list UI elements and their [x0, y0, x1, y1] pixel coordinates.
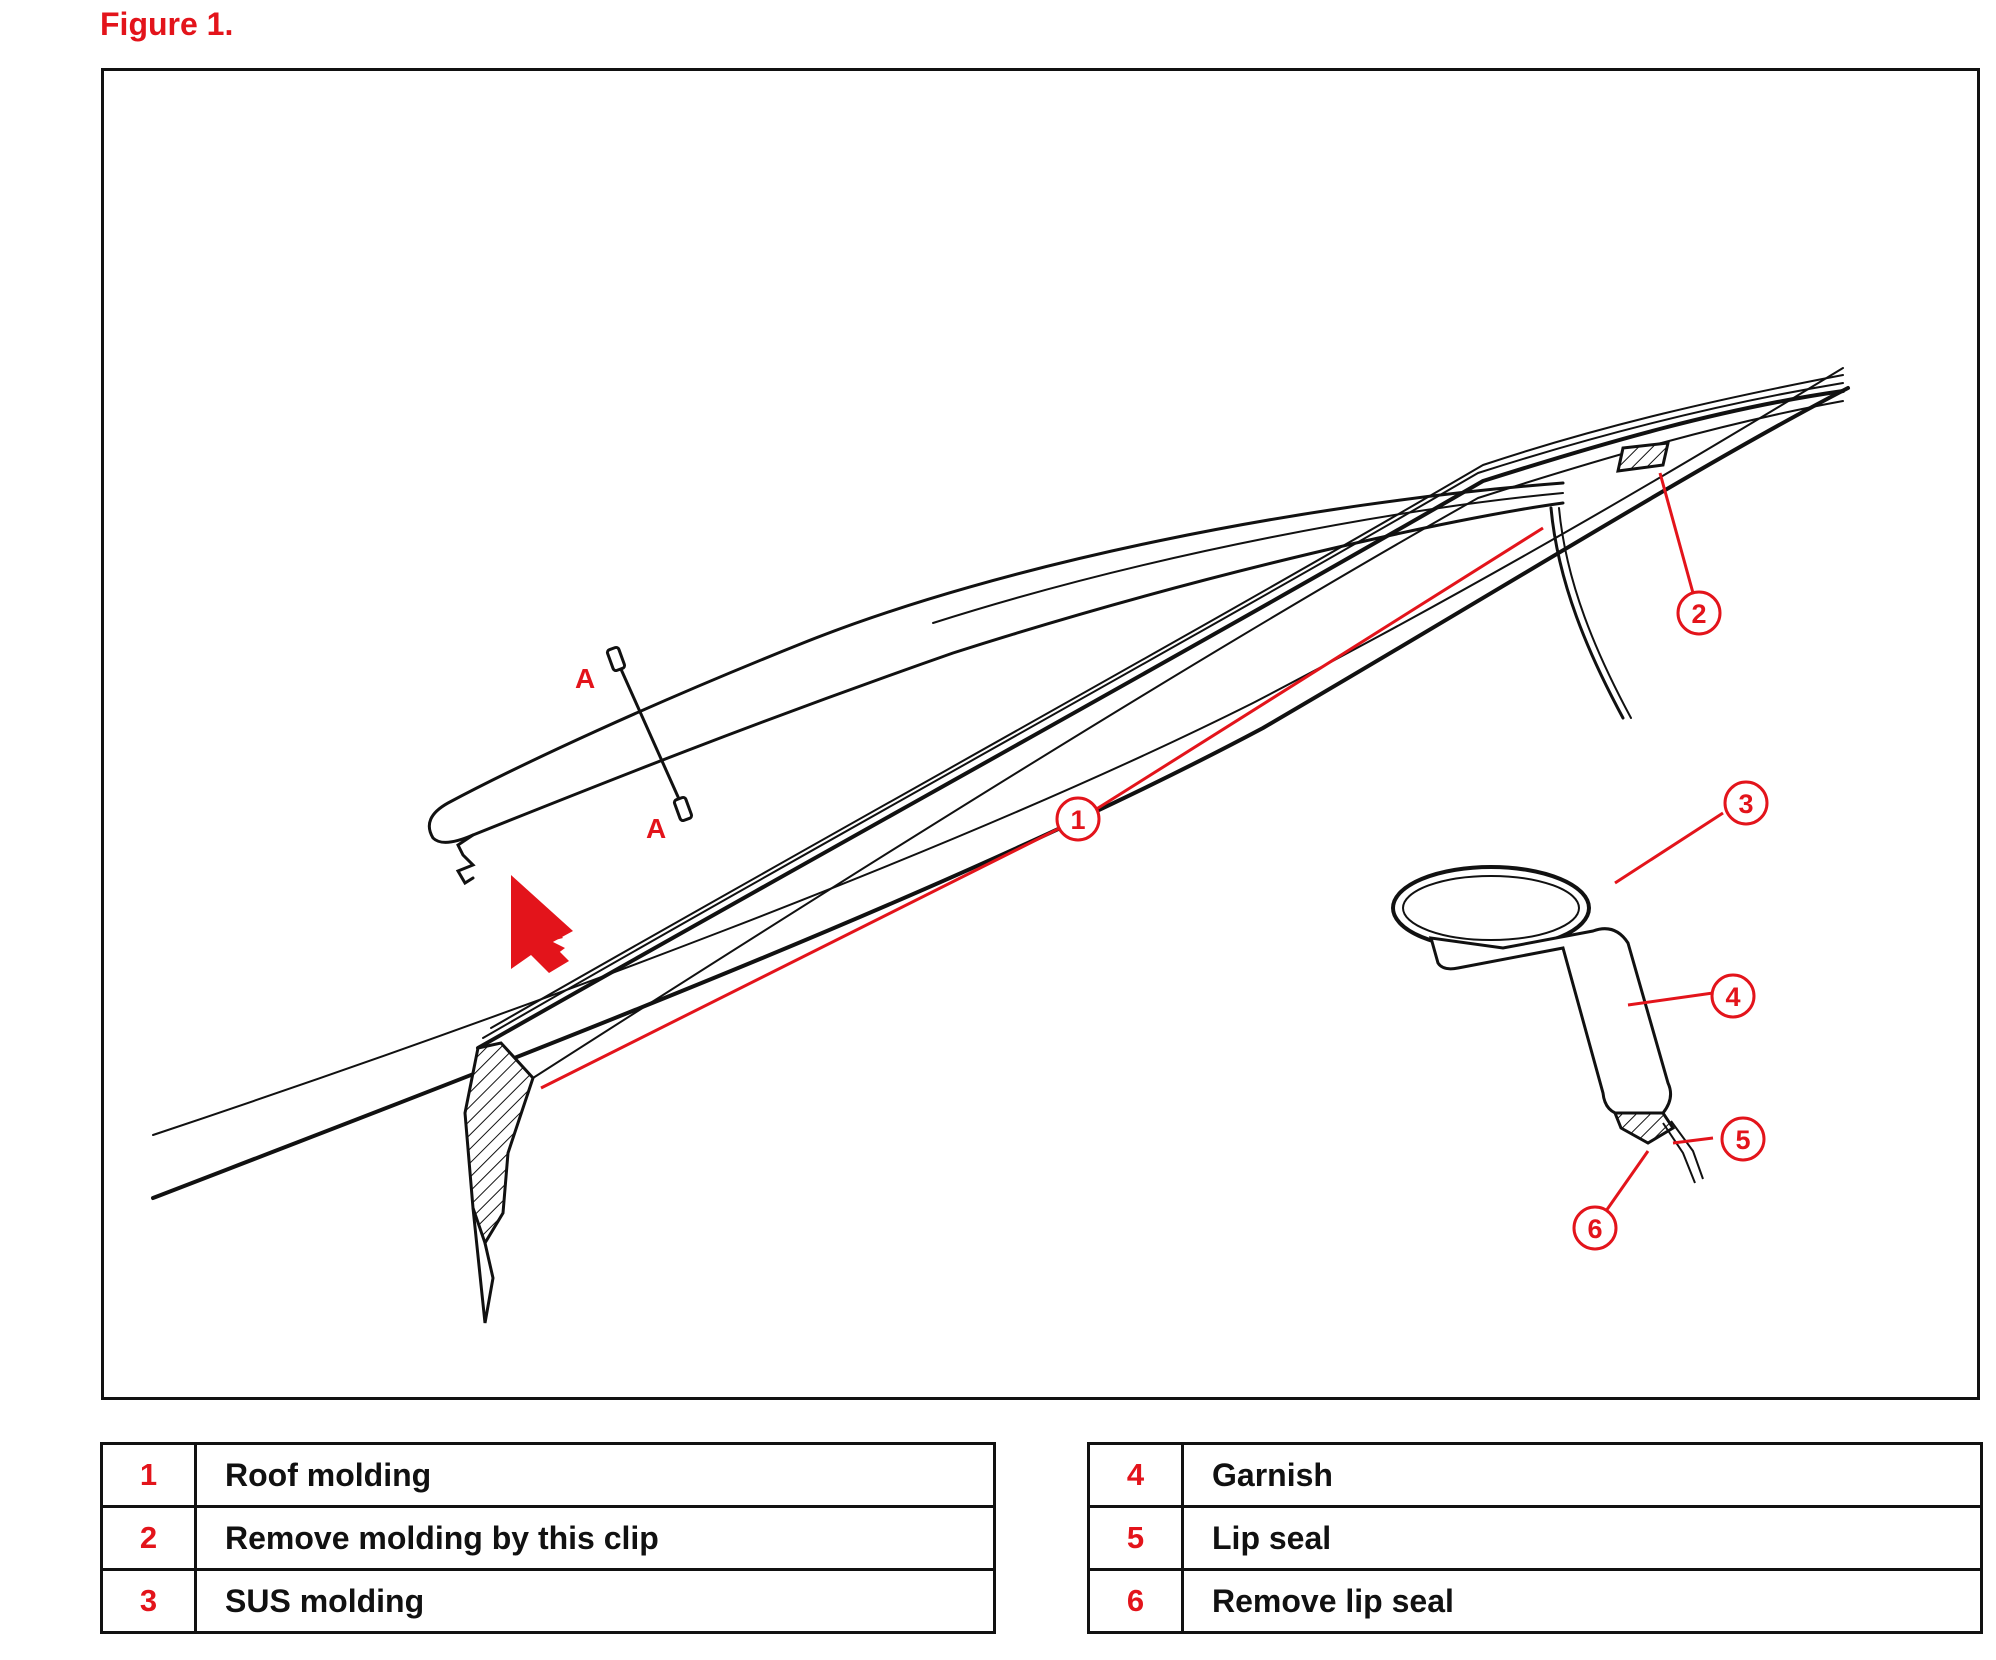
section-marker-a-bottom: A: [646, 813, 666, 844]
legend-row: 1 Roof molding: [100, 1442, 996, 1508]
legend-number: 4: [1087, 1442, 1184, 1508]
leader-line-4: [1627, 991, 1714, 1007]
legend-table-left: 1 Roof molding 2 Remove molding by this …: [100, 1442, 996, 1634]
legend-number: 1: [100, 1442, 197, 1508]
legend-description: Roof molding: [194, 1442, 996, 1508]
leader-line-6: [1604, 1150, 1650, 1212]
legend-row: 4 Garnish: [1087, 1442, 1983, 1508]
legend-table-right: 4 Garnish 5 Lip seal 6 Remove lip seal: [1087, 1442, 1983, 1634]
legend-number: 6: [1087, 1568, 1184, 1634]
removal-direction-arrow: [511, 875, 573, 973]
legend-description: Garnish: [1181, 1442, 1983, 1508]
section-marker-a-top: A: [575, 663, 595, 694]
leader-lines: [540, 472, 1724, 1212]
legend-number: 3: [100, 1568, 197, 1634]
callout-2-label: 2: [1691, 599, 1706, 629]
leader-line-1b: [1086, 526, 1544, 817]
callout-6-label: 6: [1587, 1214, 1602, 1244]
leader-line-1: [540, 821, 1071, 1090]
callout-4: 4: [1710, 973, 1756, 1019]
roof-molding: [476, 374, 1845, 1079]
removed-molding-piece: [427, 481, 1565, 886]
callout-3-label: 3: [1738, 789, 1753, 819]
molding-diagram: A A: [151, 367, 1850, 1324]
molding-clip: [1616, 441, 1670, 473]
legend-number: 2: [100, 1505, 197, 1571]
callout-1-label: 1: [1070, 805, 1085, 835]
legend-row: 2 Remove molding by this clip: [100, 1505, 996, 1571]
callout-3: 3: [1723, 780, 1769, 826]
leader-line-5: [1672, 1136, 1714, 1145]
legend-row: 5 Lip seal: [1087, 1505, 1983, 1571]
callout-1: 1: [1055, 796, 1101, 842]
callout-4-label: 4: [1725, 982, 1740, 1012]
callout-2: 2: [1676, 590, 1722, 636]
leader-line-2: [1658, 472, 1695, 594]
figure-title: Figure 1.: [100, 6, 234, 42]
legend-row: 3 SUS molding: [100, 1568, 996, 1634]
section-line-a-a: A A: [575, 645, 694, 844]
pillar-line: [1549, 506, 1632, 720]
cross-section-detail: [1391, 865, 1704, 1184]
legend-number: 5: [1087, 1505, 1184, 1571]
callout-5-label: 5: [1735, 1125, 1750, 1155]
legend-row: 6 Remove lip seal: [1087, 1568, 1983, 1634]
diagram-frame: A A: [101, 68, 1980, 1400]
callout-6: 6: [1572, 1205, 1618, 1251]
molding-section: [463, 1041, 535, 1324]
callout-5: 5: [1720, 1116, 1766, 1162]
leader-line-3: [1614, 811, 1724, 885]
legend-description: SUS molding: [194, 1568, 996, 1634]
legend-description: Remove lip seal: [1181, 1568, 1983, 1634]
legend-description: Lip seal: [1181, 1505, 1983, 1571]
legend-description: Remove molding by this clip: [194, 1505, 996, 1571]
